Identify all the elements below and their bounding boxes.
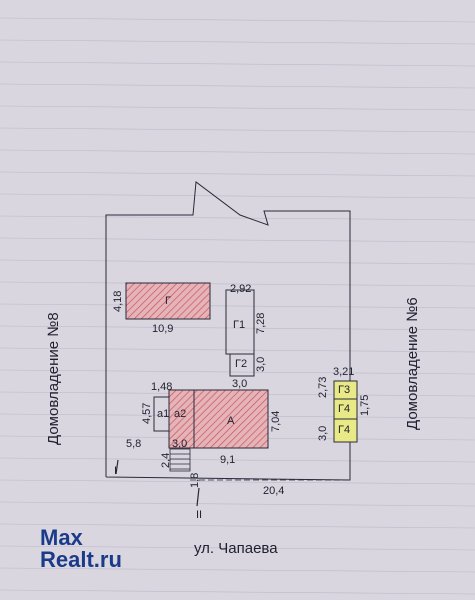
dim-porch-width: 3,0: [172, 438, 188, 450]
logo-line-2: Realt.ru: [40, 547, 122, 572]
grid-line: [0, 347, 475, 353]
section-2-mark: [196, 487, 200, 507]
dim-a1-height: 4,57: [141, 402, 153, 424]
grid-line: [0, 17, 475, 23]
logo-line-1: Max: [40, 525, 83, 550]
maxrealt-logo: Max Realt.ru: [40, 527, 122, 571]
dim-g1-width: 2,92: [230, 283, 252, 295]
dim-left-gap: 5,8: [126, 438, 142, 450]
grid-line: [0, 457, 475, 463]
section-1-mark: [115, 459, 119, 475]
dim-right-gap: 1,75: [359, 394, 371, 416]
building-a: [193, 389, 269, 449]
label-a1: а1: [157, 408, 170, 420]
label-g2: Г2: [235, 358, 248, 370]
dim-g2-height: 3,0: [255, 356, 267, 372]
grid-line: [0, 589, 475, 595]
dim-a-height: 7,04: [270, 410, 282, 432]
dim-a1-width: 1,48: [151, 381, 173, 393]
grid-line: [0, 281, 475, 287]
label-g: Г: [165, 295, 171, 307]
grid-line: [0, 369, 475, 375]
grid-line: [0, 127, 475, 133]
dim-g3-height: 2,73: [317, 376, 329, 398]
section-1-label: I: [114, 465, 118, 477]
dim-g4-height: 3,0: [317, 425, 329, 441]
grid-line: [0, 545, 475, 551]
grid-line: [0, 171, 475, 177]
property-boundary: [105, 181, 351, 481]
dim-above-a: 3,0: [232, 378, 248, 390]
grid-line: [0, 523, 475, 529]
grid-line: [0, 149, 475, 155]
building-g4b: [333, 418, 358, 443]
label-a: А: [227, 415, 235, 427]
building-g2: [229, 353, 255, 377]
porch-steps: [170, 453, 190, 470]
dim-porch-height: 2,4: [160, 452, 172, 468]
grid-line: [0, 237, 475, 243]
grid-line: [0, 215, 475, 221]
street-label: ул. Чапаева: [194, 540, 278, 557]
grid-line: [0, 479, 475, 485]
label-g1: Г1: [233, 319, 246, 331]
building-a1: [153, 396, 170, 432]
section-2-label: II: [196, 509, 203, 521]
building-a2: [168, 389, 195, 449]
grid-line: [0, 39, 475, 45]
dim-front-fence: 20,4: [263, 485, 285, 497]
dim-a-width: 9,1: [220, 454, 236, 466]
dim-g3-width: 3,21: [333, 366, 355, 378]
grid-line: [0, 501, 475, 507]
dim-g-height: 4,18: [112, 290, 124, 312]
label-a2: а2: [174, 408, 187, 420]
grid-line: [0, 193, 475, 199]
dim-g-width: 10,9: [152, 323, 174, 335]
neighbor-left-label: Домовладение №8: [45, 312, 62, 445]
neighbor-right-label: Домовладение №6: [404, 297, 421, 430]
porch: [169, 448, 191, 472]
grid-line: [0, 105, 475, 111]
building-g: [125, 282, 211, 320]
dim-porch-step: 1,8: [189, 472, 201, 488]
grid-line: [0, 259, 475, 265]
grid-line: [0, 83, 475, 89]
label-g4a: Г4: [338, 403, 351, 415]
grid-line: [0, 325, 475, 331]
grid-line: [0, 303, 475, 309]
label-g4b: Г4: [338, 424, 351, 436]
grid-line: [0, 61, 475, 67]
dim-g1-height: 7,28: [255, 312, 267, 334]
label-g3: Г3: [338, 384, 351, 396]
grid-line: [0, 567, 475, 573]
